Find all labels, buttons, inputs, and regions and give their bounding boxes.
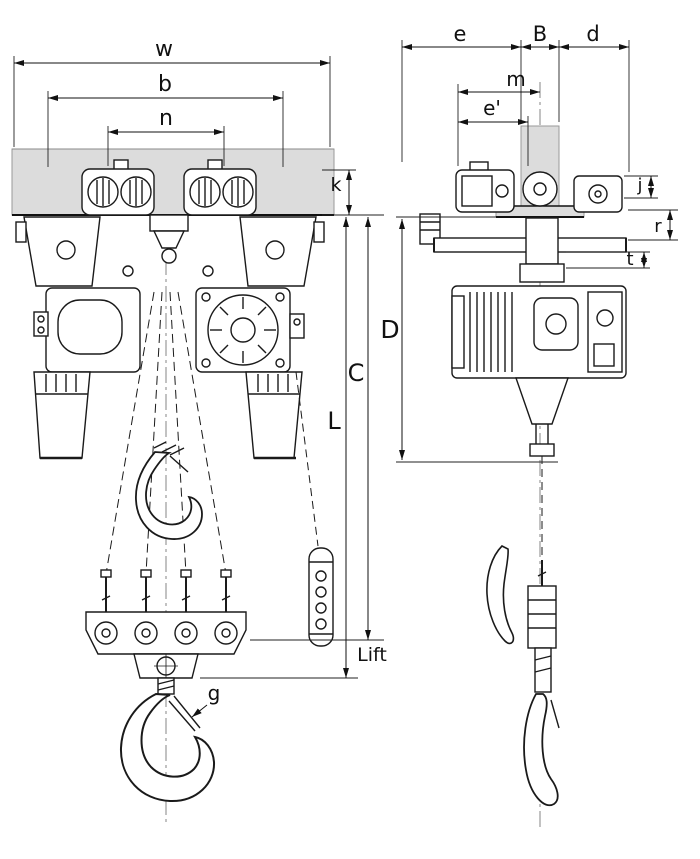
- trolley-left: [81, 159, 155, 216]
- dim-label-e: e: [454, 22, 467, 46]
- hoist-skirts: [33, 371, 303, 460]
- dim-label-m: m: [506, 67, 525, 91]
- trolley-plate-side: [573, 175, 623, 213]
- dim-label-n: n: [159, 106, 173, 131]
- dimension-labels: w b n k C L Lift g e B d m e' j r t D: [155, 22, 662, 705]
- dim-label-w: w: [155, 37, 173, 62]
- leader-g: [191, 704, 208, 718]
- dim-label-k: k: [330, 174, 341, 196]
- dim-label-L: L: [327, 407, 341, 435]
- trolley-side-plates: [15, 216, 325, 287]
- runway-beam-front: [11, 148, 335, 216]
- dim-label-lift: Lift: [357, 644, 387, 666]
- side-view: [419, 82, 627, 828]
- front-view: [11, 148, 335, 826]
- upper-hook-side: [486, 545, 515, 645]
- chain-guide-side: [515, 377, 569, 560]
- suspension-crossbar: [433, 217, 627, 283]
- beam-clamp-bracket: [419, 213, 441, 245]
- dim-label-j: j: [636, 175, 642, 196]
- dim-label-D: D: [380, 315, 399, 344]
- hoist-body-left: [33, 287, 141, 373]
- dim-label-B: B: [533, 22, 547, 46]
- trolley-wheel-side: [522, 171, 558, 207]
- bottom-block: [85, 611, 247, 679]
- hoist-body-side: [451, 285, 627, 379]
- dim-label-C: C: [348, 359, 365, 387]
- hoist-body-right: [195, 287, 305, 373]
- dimensions: [13, 40, 678, 718]
- chain-falls: [105, 291, 227, 575]
- dim-label-g: g: [208, 681, 221, 705]
- trolley-drive-side: [455, 161, 515, 213]
- bottom-hook: [119, 677, 216, 803]
- pendant-control: [295, 371, 334, 647]
- upper-hook: [135, 441, 203, 540]
- dim-label-d: d: [586, 22, 599, 46]
- dim-label-b: b: [158, 72, 172, 97]
- dim-label-e-prime: e': [483, 96, 501, 120]
- trolley-right: [183, 159, 257, 216]
- chain-anchors: [100, 569, 232, 612]
- dim-label-t: t: [626, 249, 633, 270]
- bottom-hook-side: [523, 560, 560, 807]
- suspension-bracket: [149, 214, 189, 264]
- dim-label-r: r: [654, 216, 662, 237]
